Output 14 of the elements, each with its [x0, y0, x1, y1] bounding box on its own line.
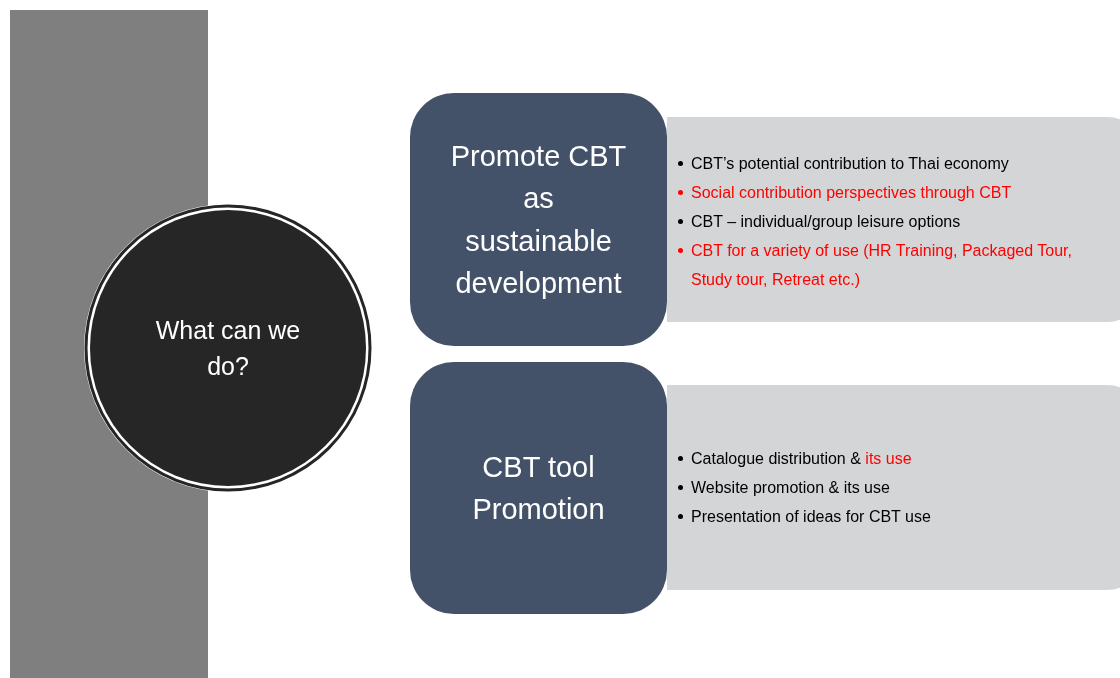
- topic-box: [410, 362, 667, 614]
- bullet-panel: [667, 117, 1120, 322]
- bullet-text: Presentation of ideas for CBT use: [691, 507, 931, 527]
- bullet-text: CBT’s potential contribution to Thai economy: [691, 154, 1009, 174]
- topic-box: [410, 93, 667, 346]
- bullet-panel: [667, 385, 1120, 590]
- topic-title: CBT tool Promotion: [471, 449, 606, 527]
- bullet-text: Social contribution perspectives through CBT: [691, 183, 1012, 203]
- bullet-text: CBT for a variety of use (HR Training, Packaged Tour, Study tour, Retreat etc.): [691, 241, 1073, 290]
- topic-title: Promote CBT as sustainable development: [449, 139, 628, 301]
- bullet-text: Catalogue distribution & its use: [691, 449, 912, 469]
- bullet-text: Website promotion & its use: [691, 478, 890, 498]
- bullet-text: CBT – individual/group leisure options: [691, 212, 961, 232]
- question-text: What can we do?: [154, 314, 302, 382]
